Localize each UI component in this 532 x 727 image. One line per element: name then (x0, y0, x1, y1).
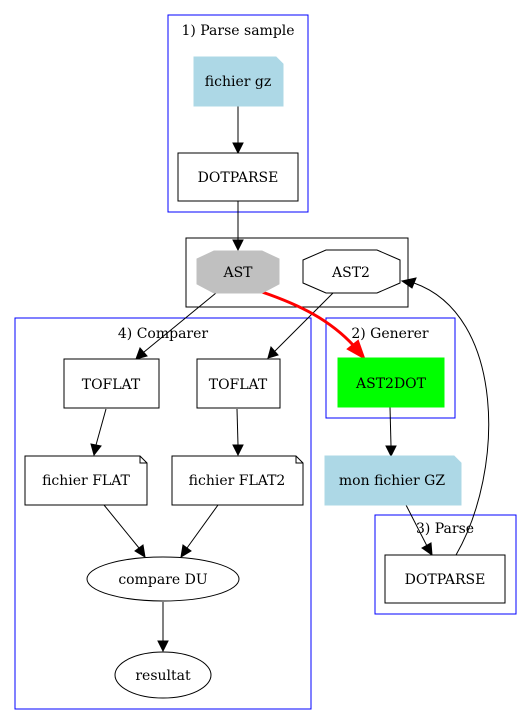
cluster-comparer-label: 4) Comparer (118, 326, 209, 342)
node-toflat-1-label: TOFLAT (82, 377, 141, 393)
node-toflat-1: TOFLAT (63, 358, 160, 409)
node-dotparse-1: DOTPARSE (177, 152, 299, 202)
node-ast2dot: AST2DOT (337, 357, 445, 408)
note-shape (171, 455, 304, 506)
cluster-generer-label: 2) Generer (351, 326, 429, 342)
node-dotparse-2: DOTPARSE (384, 554, 506, 604)
box-shape (63, 358, 160, 409)
edge-toflat-1-to-fichier-flat (90, 408, 107, 457)
node-ast-label: AST (222, 265, 253, 281)
note-fold (139, 456, 147, 464)
node-dotparse-1-label: DOTPARSE (198, 170, 279, 186)
edge-toflat-2-to-fichier-flat2 (232, 408, 244, 457)
box-shape (177, 152, 299, 202)
node-compare-du: compare DU (86, 556, 240, 602)
cluster-comparer-border (14, 317, 312, 710)
node-fichier-flat: fichier FLAT (24, 455, 148, 506)
node-ast2-label: AST2 (331, 265, 370, 281)
node-ast2dot-label: AST2DOT (355, 376, 427, 392)
node-resultat-label: resultat (135, 668, 191, 684)
note-fold (295, 456, 303, 464)
node-compare-du-label: compare DU (118, 572, 208, 588)
box-shape (337, 357, 445, 408)
node-toflat-2-label: TOFLAT (209, 377, 268, 393)
node-fichier-flat-label: fichier FLAT (42, 473, 130, 489)
node-fichier-flat2: fichier FLAT2 (171, 455, 304, 506)
node-resultat: resultat (114, 651, 212, 699)
note-shape (324, 455, 462, 506)
edge-fichier-flat-to-compare-du (103, 504, 146, 558)
octagon-shape (196, 250, 280, 294)
note-shape (24, 455, 148, 506)
node-fichier-gz: fichier gz (193, 56, 284, 107)
node-fichier-gz-label: fichier gz (205, 74, 271, 90)
box-shape (384, 554, 506, 604)
edge-fichier-flat2-to-compare-du (180, 504, 219, 558)
edge-fichier-gz-to-dotparse (232, 106, 244, 155)
edge-mon-fichier-gz-to-dotparse-2 (405, 504, 433, 557)
node-mon-fichier-gz: mon fichier GZ (324, 455, 462, 506)
edge-dotparse-2-to-ast2 (400, 277, 490, 556)
cluster-parse: 3) Parse (374, 514, 517, 615)
node-ast2: AST2 (302, 249, 401, 294)
cluster-parse-border (374, 514, 517, 615)
node-mon-fichier-gz-label: mon fichier GZ (339, 473, 445, 489)
cluster-parse-label: 3) Parse (416, 521, 474, 537)
box-shape (196, 358, 281, 409)
node-fichier-flat2-label: fichier FLAT2 (189, 473, 286, 489)
edge-ast-to-toflat-1 (135, 292, 217, 360)
node-ast: AST (196, 250, 280, 294)
edge-ast2-to-toflat-2 (267, 292, 334, 359)
edge-ast2dot-to-mon-fichier-gz (385, 406, 397, 458)
edge-ast-to-ast2dot (261, 290, 366, 361)
cluster-parse-sample-label: 1) Parse sample (181, 23, 294, 39)
edge-compare-du-to-resultat (157, 602, 169, 653)
cluster-comparer: 4) Comparer (14, 317, 312, 710)
node-dotparse-2-label: DOTPARSE (405, 572, 486, 588)
note-shape (193, 56, 284, 107)
edge-dotparse-to-ast (232, 201, 244, 252)
ellipse-shape (114, 651, 212, 699)
ellipse-shape (86, 556, 240, 602)
octagon-shape (302, 249, 401, 294)
node-toflat-2: TOFLAT (196, 358, 281, 409)
